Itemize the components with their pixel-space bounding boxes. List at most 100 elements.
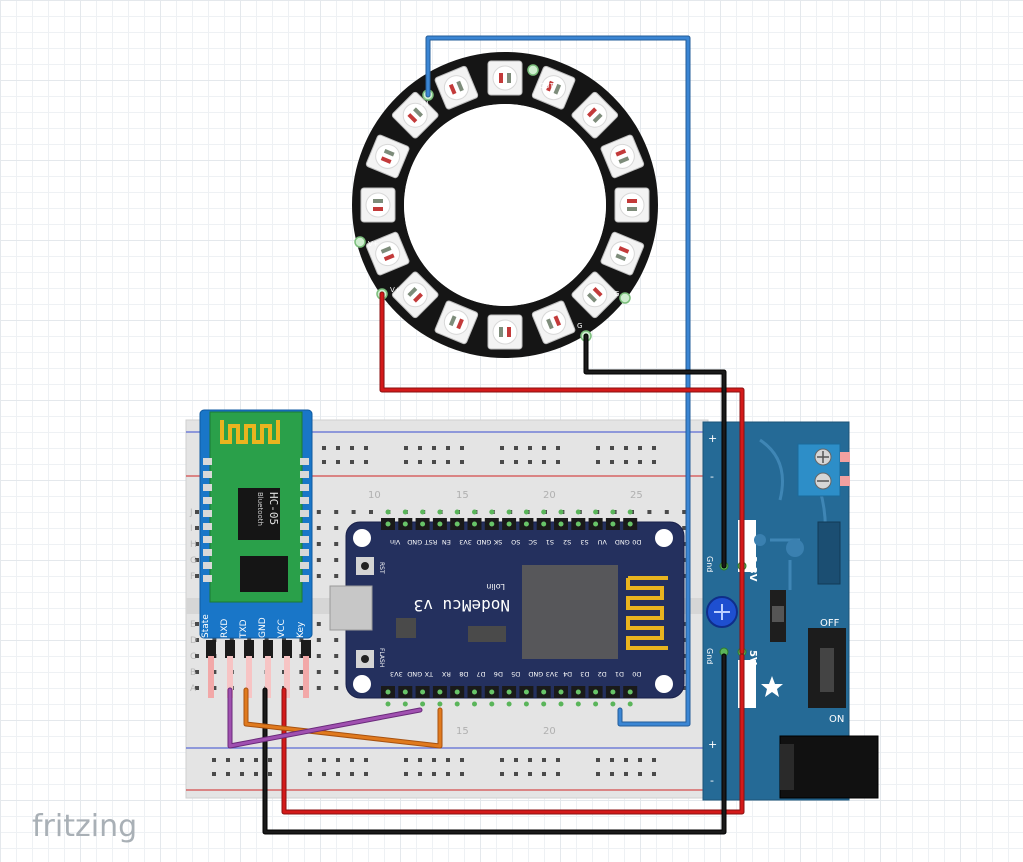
wire-ring-vcc-red[interactable] — [380, 292, 744, 654]
rail-hole[interactable] — [432, 446, 436, 450]
breadboard-hole[interactable] — [212, 670, 217, 674]
rail-hole[interactable] — [404, 772, 408, 776]
rail-hole[interactable] — [610, 446, 614, 450]
rail-hole[interactable] — [542, 772, 546, 776]
rail-hole[interactable] — [500, 772, 504, 776]
rail-hole[interactable] — [432, 460, 436, 464]
breadboard-hole[interactable] — [195, 686, 199, 690]
breadboard-hole[interactable] — [664, 510, 669, 514]
barrel-jack[interactable] — [779, 735, 879, 799]
breadboard-hole[interactable] — [316, 558, 321, 562]
rail-hole[interactable] — [638, 460, 642, 464]
rail-hole[interactable] — [268, 758, 272, 762]
rail-hole[interactable] — [556, 446, 560, 450]
wire-hc05-gnd-black[interactable] — [263, 654, 726, 834]
ring-pad-out[interactable] — [527, 64, 539, 76]
rail-hole[interactable] — [446, 460, 450, 464]
wire-hc05-vcc-red[interactable] — [282, 654, 744, 814]
rail-hole[interactable] — [556, 772, 560, 776]
rail-hole[interactable] — [432, 758, 436, 762]
rail-hole[interactable] — [446, 758, 450, 762]
breadboard-hole[interactable] — [316, 686, 321, 690]
breadboard-hole[interactable] — [316, 654, 321, 658]
breadboard-hole[interactable] — [195, 670, 199, 674]
breadboard-hole[interactable] — [369, 510, 373, 514]
rail-hole[interactable] — [638, 758, 642, 762]
rail-hole[interactable] — [638, 446, 642, 450]
hc05-header-pin[interactable] — [284, 656, 290, 698]
rail-hole[interactable] — [652, 758, 656, 762]
breadboard-hole[interactable] — [195, 622, 199, 626]
rail-hole[interactable] — [446, 446, 450, 450]
ring-pad-gnd-2[interactable] — [619, 292, 631, 304]
rail-hole[interactable] — [336, 446, 340, 450]
breadboard-hole[interactable] — [351, 510, 356, 514]
rail-hole[interactable] — [514, 446, 518, 450]
rail-hole[interactable] — [556, 758, 560, 762]
rail-hole[interactable] — [432, 772, 436, 776]
breadboard-hole[interactable] — [334, 542, 339, 546]
hc05-header-pin[interactable] — [227, 656, 233, 698]
rail-hole[interactable] — [418, 758, 422, 762]
wire-data-blue[interactable] — [426, 36, 690, 726]
rail-hole[interactable] — [514, 772, 518, 776]
breadboard-hole[interactable] — [334, 574, 339, 578]
rail-hole[interactable] — [240, 772, 244, 776]
usb-connector[interactable] — [329, 585, 373, 631]
wire-txd-orange[interactable] — [244, 688, 442, 748]
rail-hole[interactable] — [212, 772, 216, 776]
rail-hole[interactable] — [308, 758, 312, 762]
breadboard-hole[interactable] — [212, 686, 217, 690]
rail-hole[interactable] — [500, 758, 504, 762]
rail-hole[interactable] — [308, 772, 312, 776]
breadboard-hole[interactable] — [334, 558, 339, 562]
breadboard-hole[interactable] — [195, 526, 199, 530]
rail-hole[interactable] — [652, 460, 656, 464]
rail-hole[interactable] — [364, 772, 368, 776]
rail-hole[interactable] — [460, 460, 464, 464]
rail-hole[interactable] — [460, 772, 464, 776]
rail-hole[interactable] — [624, 460, 628, 464]
rail-hole[interactable] — [268, 772, 272, 776]
rail-hole[interactable] — [254, 772, 258, 776]
breadboard-hole[interactable] — [316, 670, 321, 674]
rail-hole[interactable] — [610, 772, 614, 776]
breadboard-hole[interactable] — [647, 510, 652, 514]
rail-hole[interactable] — [596, 446, 600, 450]
rail-hole[interactable] — [364, 460, 368, 464]
breadboard-hole[interactable] — [316, 542, 321, 546]
wire-ring-gnd-black[interactable] — [584, 334, 726, 568]
rail-hole[interactable] — [542, 460, 546, 464]
breadboard-hole[interactable] — [334, 654, 339, 658]
breadboard-hole[interactable] — [682, 510, 687, 514]
rail-hole[interactable] — [610, 758, 614, 762]
rail-hole[interactable] — [322, 758, 326, 762]
breadboard-hole[interactable] — [682, 686, 687, 690]
breadboard-hole[interactable] — [195, 574, 199, 578]
rail-hole[interactable] — [350, 772, 354, 776]
rail-hole[interactable] — [638, 772, 642, 776]
wire-rxd-purple[interactable] — [228, 688, 422, 748]
rail-hole[interactable] — [404, 446, 408, 450]
rail-hole[interactable] — [500, 460, 504, 464]
rail-hole[interactable] — [528, 446, 532, 450]
breadboard-hole[interactable] — [195, 558, 199, 562]
rail-hole[interactable] — [418, 446, 422, 450]
rail-hole[interactable] — [460, 446, 464, 450]
breadboard-hole[interactable] — [316, 622, 321, 626]
rail-hole[interactable] — [364, 446, 368, 450]
rail-hole[interactable] — [542, 446, 546, 450]
breadboard-hole[interactable] — [316, 574, 321, 578]
breadboard-hole[interactable] — [334, 670, 339, 674]
rail-hole[interactable] — [350, 460, 354, 464]
breadboard-hole[interactable] — [334, 526, 339, 530]
rail-hole[interactable] — [652, 772, 656, 776]
rail-hole[interactable] — [226, 758, 230, 762]
rail-hole[interactable] — [350, 758, 354, 762]
rail-hole[interactable] — [460, 758, 464, 762]
breadboard-hole[interactable] — [299, 686, 304, 690]
rail-hole[interactable] — [514, 460, 518, 464]
rail-hole[interactable] — [240, 758, 244, 762]
rail-hole[interactable] — [336, 772, 340, 776]
rail-hole[interactable] — [404, 460, 408, 464]
